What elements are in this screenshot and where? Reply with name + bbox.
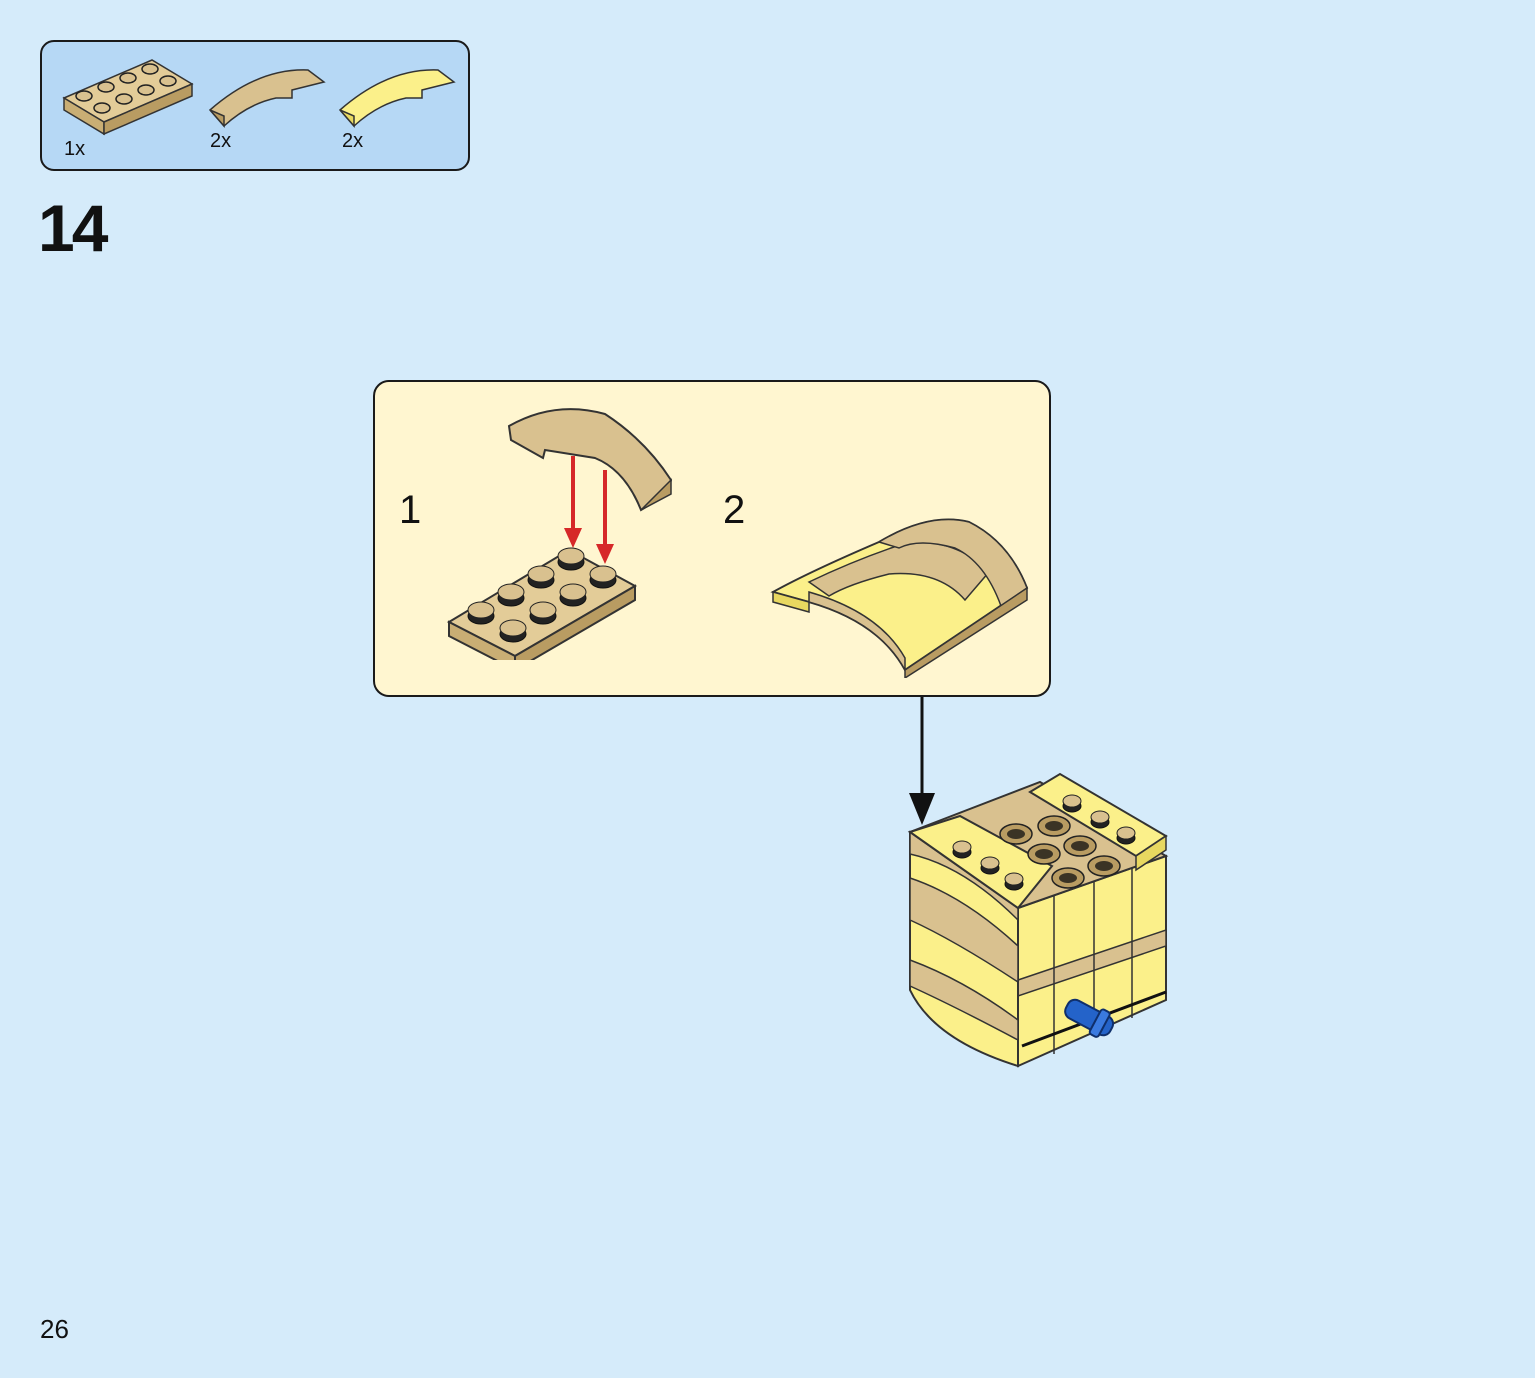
main-build-illustration (907, 772, 1169, 1068)
quantity-label: 2x (342, 130, 364, 152)
sub-step-1-illustration (446, 408, 673, 660)
down-arrow-icon (909, 697, 935, 825)
tan-plate-2x4-icon (62, 59, 194, 136)
sub-step-label: 2 (723, 488, 746, 532)
sub-step-2-illustration (770, 518, 1029, 678)
yellow-curved-slope-icon (338, 69, 456, 128)
tan-curved-slope-icon (208, 69, 326, 128)
quantity-label: 2x (210, 130, 232, 152)
quantity-label: 1x (64, 138, 86, 160)
parts-list-box: 1x 2x 2x (40, 40, 470, 171)
page-number: 26 (40, 1314, 69, 1344)
sub-step-label: 1 (399, 488, 422, 532)
step-number: 14 (38, 191, 108, 265)
sub-assembly-box: 1 2 (373, 380, 1051, 697)
